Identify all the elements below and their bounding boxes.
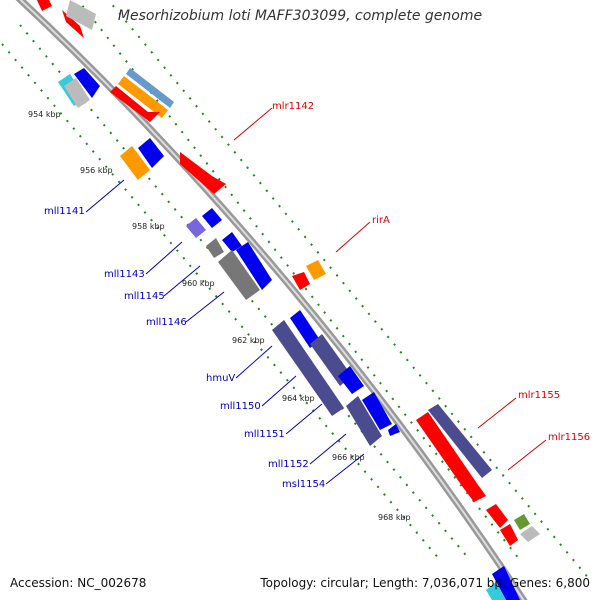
gene-mll1146-grey[interactable] [218,250,260,300]
tick-label: 962 kbp [232,336,265,345]
gene-mlr1156-b[interactable] [500,524,518,546]
gene-orange-top[interactable] [118,76,168,118]
gene-rirA[interactable] [306,260,326,280]
gene-silver-top[interactable] [66,0,96,30]
gene-hmuV-dark[interactable] [272,320,344,416]
leader-mll1146 [185,291,225,323]
tick-label: 958 kbp [132,222,165,231]
label-mll1143[interactable]: mll1143 [104,269,145,280]
gene-blue-954[interactable] [74,68,100,98]
label-mll1151[interactable]: mll1151 [244,429,285,440]
label-mll1145[interactable]: mll1145 [124,291,165,302]
gene-bottom-blue[interactable] [492,566,520,600]
tick-label: 960 kbp [182,279,215,288]
leader-mlr1155 [477,397,517,429]
leader-mll1152 [309,433,347,465]
gene-msl1154[interactable] [388,424,400,436]
label-mlr1142[interactable]: mlr1142 [272,101,315,112]
gene-mlr1142-a[interactable] [110,86,160,122]
gene-forward-top-2[interactable] [62,10,84,38]
gene-steel[interactable] [126,68,174,108]
gene-orange-956[interactable] [120,146,150,180]
gene-mll1151-blue[interactable] [338,366,364,394]
leader-msl1154 [325,453,365,485]
gene-mll1146[interactable] [236,242,272,290]
gene-mlr1155-dark[interactable] [428,404,492,478]
leader-mll1143 [145,241,183,275]
label-mll1152[interactable]: mll1152 [268,459,309,470]
gene-mll1145[interactable] [222,232,242,252]
gene-mll1143[interactable] [202,208,222,228]
label-mll1150[interactable]: mll1150 [220,401,261,412]
tick-label: 956 kbp [80,166,113,175]
gene-mlr1156-a[interactable] [486,504,508,528]
lane-guide-outer-reverse [1,43,441,561]
gene-silver-bottom[interactable] [520,526,540,542]
leader-mlr1156 [507,439,547,471]
backbone-inner [19,0,525,600]
genome-backbone [15,0,528,600]
gene-mll1141[interactable] [138,138,164,168]
gene-mll1151[interactable] [346,396,382,446]
reverse-genes [58,68,520,600]
label-msl1154[interactable]: msl1154 [282,479,326,490]
label-mlr1156[interactable]: mlr1156 [548,432,591,443]
gene-mlr1142[interactable] [180,152,226,194]
gene-mll1150[interactable] [310,334,352,386]
label-mll1141[interactable]: mll1141 [44,206,85,217]
leader-mll1151 [285,403,323,435]
annotation-leaders [85,107,547,485]
gene-green[interactable] [514,514,530,530]
label-mll1146[interactable]: mll1146 [146,317,187,328]
gene-rirA-red[interactable] [292,272,310,290]
gene-mll1152[interactable] [362,392,392,430]
topology-text: Topology: circular; Length: 7,036,071 bp… [260,576,590,590]
gene-mlr1155[interactable] [416,412,486,502]
forward-genes [36,0,540,546]
gene-bottom-cyan[interactable] [486,582,506,600]
label-rirA[interactable]: rirA [372,215,390,226]
tick-label: 968 kbp [378,513,411,522]
genome-title: Mesorhizobium loti MAFF303099, complete … [117,8,483,24]
leader-rirA [335,221,371,253]
leader-mll1141 [85,179,125,213]
lane-guide-outer-forward [107,0,591,581]
leader-mll1150 [261,375,297,407]
gene-silver-954[interactable] [64,78,90,108]
leader-hmuV [235,345,273,379]
gene-mll1145-grey[interactable] [206,238,224,258]
label-hmuV[interactable]: hmuV [206,373,236,384]
leader-mll1145 [163,265,201,297]
gene-mll1143-light[interactable] [186,218,206,238]
gene-hmuV[interactable] [290,310,320,348]
accession-text: Accession: NC_002678 [10,576,147,590]
tick-label: 954 kbp [28,110,61,119]
leader-mlr1142 [233,107,273,141]
tick-label: 966 kbp [332,453,365,462]
label-mlr1155[interactable]: mlr1155 [518,390,561,401]
gene-forward-top-1[interactable] [36,0,52,11]
tick-label: 964 kbp [282,394,315,403]
